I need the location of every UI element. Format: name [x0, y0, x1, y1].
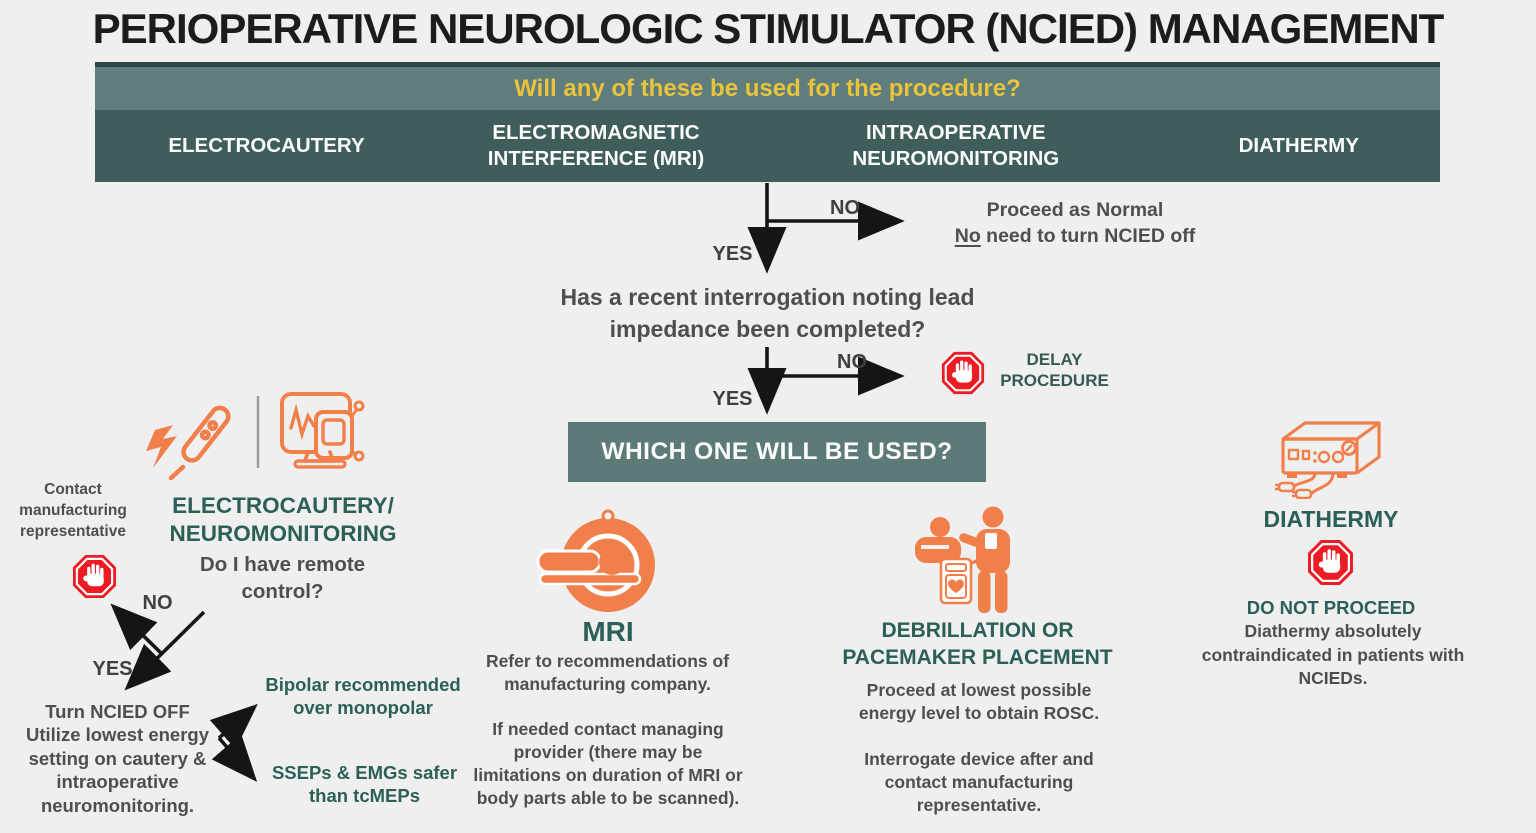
which-one-label: WHICH ONE WILL BE USED? — [601, 438, 953, 465]
remote-no-label: NO — [142, 592, 173, 614]
diathermy-para: Diathermy absolutely contraindicated in … — [1201, 621, 1465, 689]
cautery-pen-icon — [168, 405, 231, 481]
defibrillation-para2: Interrogate device after and contact man… — [864, 749, 1094, 816]
interrogation-question: Has a recent interrogation noting lead i… — [560, 284, 975, 342]
mri-scanner-icon — [536, 509, 655, 612]
do-not-proceed-heading: DO NOT PROCEED — [1246, 597, 1416, 618]
turn-ncied-off-text: Turn NCIED OFF Utilize lowest energy set… — [26, 701, 209, 816]
stop-hand-icon — [1308, 540, 1353, 585]
electrocautery-neuromonitoring-icons — [146, 392, 365, 481]
arrow-tip-bipolar — [209, 703, 258, 750]
tip-bipolar-text: Bipolar recommended over monopolar — [265, 674, 461, 719]
neuromonitoring-icon — [280, 392, 365, 469]
diathermy-machine-icon — [1275, 421, 1381, 499]
column-emi-mri: ELECTROMAGNETIC INTERFERENCE (MRI) — [487, 120, 705, 170]
electrocautery-neuromonitoring-heading: ELECTROCAUTERY/ NEUROMONITORING — [169, 493, 397, 547]
branch2-yes-label: YES — [712, 388, 753, 410]
defibrillation-para1: Proceed at lowest possible energy level … — [858, 680, 1100, 724]
lightning-bolt-icon — [146, 425, 177, 468]
header-bar: Will any of these be used for the proced… — [95, 62, 1440, 182]
branch1-no-label: NO — [830, 197, 860, 219]
question-banner-text: Will any of these be used for the proced… — [514, 74, 1021, 102]
column-electrocautery: ELECTROCAUTERY — [168, 133, 365, 157]
proceed-normal-line1: Proceed as Normal — [986, 199, 1164, 221]
branch2-no-label: NO — [837, 351, 867, 373]
stop-hand-icon — [941, 351, 985, 395]
defibrillation-heading: DEBRILLATION OR PACEMAKER PLACEMENT — [842, 619, 1113, 670]
column-diathermy: DIATHERMY — [1238, 133, 1359, 157]
arrow-tip-sseps — [211, 733, 258, 782]
mri-para2: If needed contact managing provider (the… — [473, 719, 743, 809]
arrow-remote-no — [110, 603, 164, 656]
column-intraop-neuromonitoring: INTRAOPERATIVE NEUROMONITORING — [852, 120, 1060, 170]
delay-procedure-text: DELAY PROCEDURE — [1000, 350, 1109, 391]
proceed-normal-rest: need to turn NCIED off — [980, 225, 1196, 248]
proceed-normal-no-word: No — [954, 225, 981, 248]
remote-yes-label: YES — [92, 658, 133, 680]
proceed-normal-text: Proceed as Normal No need to turn NCIED … — [880, 197, 1270, 250]
contact-manufacturer-text: Contact manufacturing representative — [19, 481, 127, 540]
defibrillation-icon — [915, 506, 1010, 613]
mri-heading: MRI — [582, 616, 634, 647]
page-title: PERIOPERATIVE NEUROLOGIC STIMULATOR (NCI… — [92, 5, 1445, 52]
which-one-box: WHICH ONE WILL BE USED? — [568, 422, 986, 482]
column-header-row: ELECTROCAUTERY ELECTROMAGNETIC INTERFERE… — [95, 110, 1440, 182]
question-banner: Will any of these be used for the proced… — [95, 67, 1440, 110]
remote-control-question: Do I have remote control? — [199, 553, 366, 603]
diathermy-heading: DIATHERMY — [1263, 506, 1399, 532]
stop-hand-icon — [72, 554, 117, 599]
mri-para1: Refer to recommendations of manufacturin… — [485, 651, 730, 695]
tip-sseps-text: SSEPs & EMGs safer than tcMEPs — [271, 762, 458, 807]
branch1-yes-label: YES — [712, 243, 753, 265]
arrow-remote-yes — [124, 610, 206, 691]
